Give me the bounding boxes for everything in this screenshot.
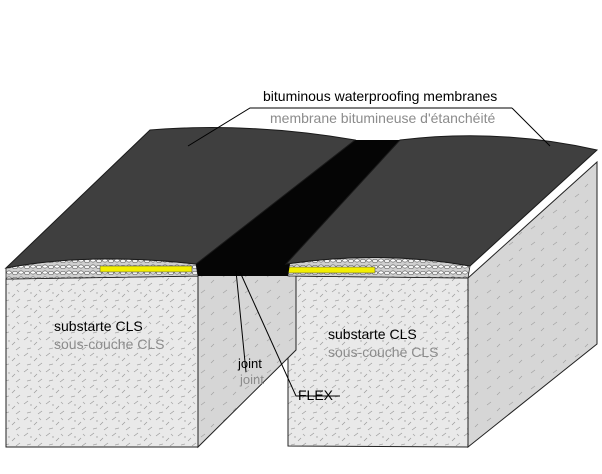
membrane-label-fr: membrane bitumineuse d'étanchéité [270,110,496,126]
left-yellow-strip [99,265,193,273]
joint-strip-top [196,140,400,264]
membrane-label-en: bituminous waterproofing membranes [263,88,498,104]
substrate-left-label-en: substarte CLS [54,318,143,334]
joint-leader [235,270,247,373]
joint-label-en: joint [238,356,262,371]
right-yellow-strip [286,266,376,274]
flex-label: FLEX [298,387,334,403]
substrate-right-label-en: substarte CLS [328,326,417,342]
membrane-leader-right [511,107,551,147]
right-block-front-face [287,275,469,448]
substrate-right-label-fr: sous-couche CLS [328,344,439,360]
flex-leader [239,271,340,397]
joint-strip [196,264,290,276]
joint-label-fr: joint [240,372,264,387]
left-block-front-face [5,275,199,448]
membrane-leader-left [187,107,262,147]
right-membrane [284,135,599,267]
substrate-left-label-fr: sous-couche CLS [54,336,165,352]
left-membrane [4,127,357,269]
